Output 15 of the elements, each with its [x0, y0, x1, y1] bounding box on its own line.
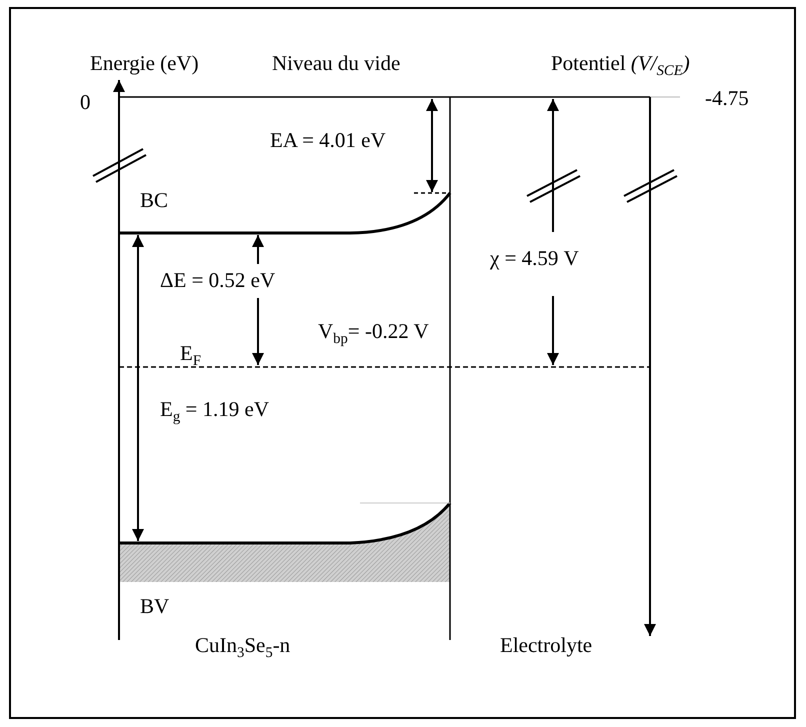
material-label: CuIn$_{3}$Se$_{5}$-n	[195, 634, 290, 662]
band-label: BC	[140, 189, 168, 212]
tick-label: -4.75	[705, 87, 749, 110]
axis-label: Energie (eV)	[90, 52, 199, 76]
band-label: BV	[140, 595, 170, 618]
measure-label: E$_{g}$ = 1.19 eV	[160, 398, 270, 426]
material-label: Electrolyte	[500, 634, 592, 658]
measure-label: χ = 4.59 V	[490, 247, 579, 270]
measure-label: V$_{bp}$= -0.22 V	[318, 320, 429, 348]
axis-label: Potentiel (V/$_{SCE}$)	[551, 52, 690, 80]
level-label: E$_{F}$	[180, 342, 201, 370]
measure-label: EA = 4.01 eV	[270, 129, 386, 152]
axis-label: Niveau du vide	[272, 52, 400, 76]
tick-label: 0	[80, 91, 90, 114]
measure-label: ΔE = 0.52 eV	[160, 269, 276, 292]
